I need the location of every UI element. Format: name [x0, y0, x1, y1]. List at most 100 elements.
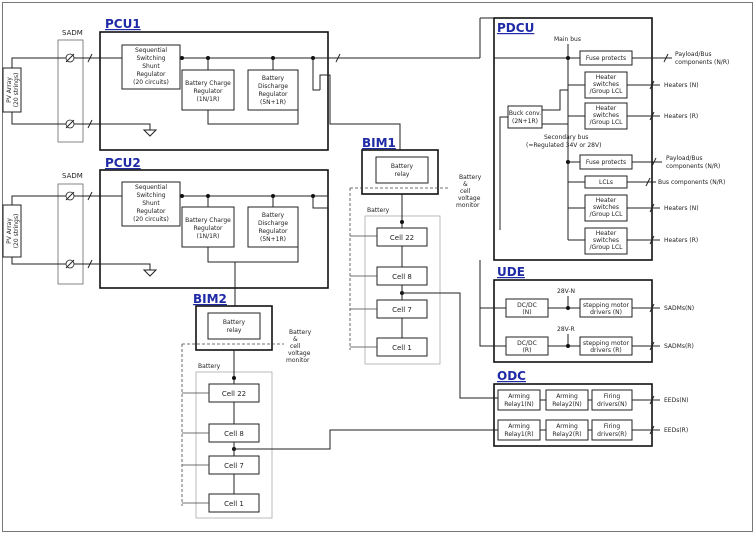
pcu2-shunt-line3: Shunt — [142, 200, 160, 207]
pcu2-bus-taps — [207, 196, 328, 209]
pcu1-title: PCU1 — [105, 17, 141, 31]
bim1-monitor-line5: monitor — [456, 202, 480, 209]
bim2-to-odc-wire — [234, 429, 498, 450]
pdcu-heater-2-line2: switches — [593, 112, 619, 119]
bim1-monitor-line1: Battery — [459, 174, 482, 181]
sadm1-box — [57, 39, 84, 143]
pdcu-heater-switch-3 — [584, 194, 628, 222]
bim1-battery-label: Battery — [367, 207, 390, 214]
odc-arm2-r-line2: Relay2(R) — [552, 431, 581, 438]
pdcu-main-node — [566, 56, 570, 60]
pdcu-heater-3-mark — [649, 203, 655, 213]
pv1-return-line — [11, 112, 100, 125]
pdcu-heater-switch-4 — [584, 227, 628, 255]
odc-out-eeds-r: EEDs(R) — [664, 427, 688, 434]
pcu1-ground-wire — [100, 123, 151, 130]
bim2-section: BIM2 Battery relay Battery & cell voltag… — [181, 292, 498, 519]
pcu1-bcr-line2: Regulator — [193, 88, 223, 95]
sadm2-slip-top-slash — [65, 191, 75, 201]
odc-fire-r-line1: Firing — [604, 423, 621, 430]
pcu1-bcr-line3: (1N/1R) — [197, 96, 220, 103]
pcu1-box — [99, 31, 329, 151]
pdcu-heater-4-line2: switches — [593, 237, 619, 244]
pcu1-ground-symbol — [142, 129, 158, 137]
bundle-mark-pcu1-out — [335, 53, 341, 63]
pcu2-bcr-line2: Regulator — [193, 225, 223, 232]
pdcu-fuse-2-label: Fuse protects — [586, 159, 626, 166]
pcu2-shunt-line2: Switching — [136, 192, 165, 199]
pcu2-ground-wire — [100, 263, 151, 270]
pdcu-out-payload-1-line2: components (N/R) — [675, 59, 729, 66]
odc-title: ODC — [497, 369, 526, 383]
ude-smd-n-line1: stepping motor — [583, 302, 630, 309]
pcu1-battery-discharge-regulator — [247, 69, 299, 111]
pv-array2-label: PV Array — [6, 218, 13, 244]
bundle-mark-2b — [87, 259, 93, 269]
bim2-cell-8-label: Cell 8 — [224, 430, 244, 438]
bim2-monitor-line3: cell — [290, 343, 301, 350]
pcu2-node-d — [311, 194, 315, 198]
pdcu-main-bus — [494, 44, 580, 150]
bim1-monitor-line2: & — [463, 181, 468, 188]
pcu2-bdr-line3: Regulator — [258, 228, 288, 235]
bim2-cell-22-label: Cell 22 — [222, 390, 246, 398]
pdcu-heater-4-line1: Heater — [596, 230, 617, 237]
ude-out-n-mark — [649, 303, 655, 313]
ude-smd-r-line2: drivers (R) — [590, 347, 622, 354]
odc-arm1-r-line1: Arming — [508, 423, 530, 430]
pcu1-node-b — [206, 56, 210, 60]
pdcu-lcls-mark — [645, 177, 651, 187]
bim2-battery-node — [232, 376, 236, 380]
pcu2-bdr-line2: Discharge — [258, 220, 288, 227]
ude-dcdc-r-line1: DC/DC — [517, 340, 537, 347]
pcu2-section: SADM PV Array (20 strings) PCU2 Sequenti… — [2, 156, 329, 306]
bim2-monitor-line2: & — [293, 336, 298, 343]
odc-arm2-r-line1: Arming — [556, 423, 578, 430]
pcu2-battery-discharge-regulator — [247, 206, 299, 248]
pcu1-battery-charge-regulator — [181, 69, 235, 111]
pdcu-heater-2-line3: /Group LCL — [589, 119, 623, 126]
ude-dcdc-n-line2: (N) — [522, 309, 531, 316]
ude-smd-r-line1: stepping motor — [583, 340, 630, 347]
bim2-relay-line1: Battery — [223, 319, 246, 326]
pdcu-secondary-bus-line2: (≈Regulated 34V or 28V) — [526, 142, 601, 149]
bim1-relay-line2: relay — [395, 171, 410, 178]
sadm1-label: SADM — [62, 29, 83, 37]
bim1-cell-8-label: Cell 8 — [392, 273, 412, 281]
pdcu-out-heaters-n-2: Heaters (N) — [664, 205, 699, 212]
bim2-battery-relay — [207, 312, 261, 340]
pdcu-title: PDCU — [497, 21, 534, 35]
pcu2-node-a — [180, 194, 184, 198]
pdcu-buck-in-wire — [542, 89, 568, 111]
pcu1-shunt-line4: Regulator — [136, 71, 166, 78]
pv-array1-label: PV Array — [6, 77, 13, 103]
odc-section: ODC Arming Relay1(N) Arming Relay2(N) Fi… — [493, 369, 689, 447]
bim1-monitor-line4: voltage — [458, 195, 481, 202]
sadm1-slip-bottom-slash — [65, 119, 75, 129]
ude-box — [493, 279, 653, 363]
ude-out-r-mark — [649, 341, 655, 351]
pdcu-out-payload-2-line1: Payload/Bus — [666, 155, 702, 162]
sadm1-slip-top-slash — [65, 53, 75, 63]
bim1-to-odc-wire — [402, 292, 498, 399]
ude-28v-r-label: 28V-R — [557, 326, 575, 333]
pcu2-bcr-line3: (1N/1R) — [197, 233, 220, 240]
pdcu-out-heaters-r-1: Heaters (R) — [664, 113, 698, 120]
odc-out-r-mark — [649, 425, 655, 435]
bim1-monitor-line3: cell — [460, 188, 471, 195]
pcu2-bcr-line1: Battery Charge — [185, 217, 231, 224]
odc-fire-n-line1: Firing — [604, 393, 621, 400]
pcu1-section: SADM PV Array (20 strings) PCU1 Sequenti… — [2, 17, 480, 151]
pcu1-node-a — [180, 56, 184, 60]
odc-arm2-n-line2: Relay2(N) — [552, 401, 581, 408]
pcu2-node-b — [206, 194, 210, 198]
outer-frame — [2, 2, 753, 532]
odc-fire-r-line2: drivers(R) — [597, 431, 627, 438]
pcu1-battery-loop — [207, 110, 299, 125]
ude-out-sadms-n: SADMs(N) — [664, 305, 694, 312]
bim2-cell-1-label: Cell 1 — [224, 500, 244, 508]
pdcu-heater-1-line2: switches — [593, 81, 619, 88]
sadm2-slip-bottom-slash — [65, 259, 75, 269]
